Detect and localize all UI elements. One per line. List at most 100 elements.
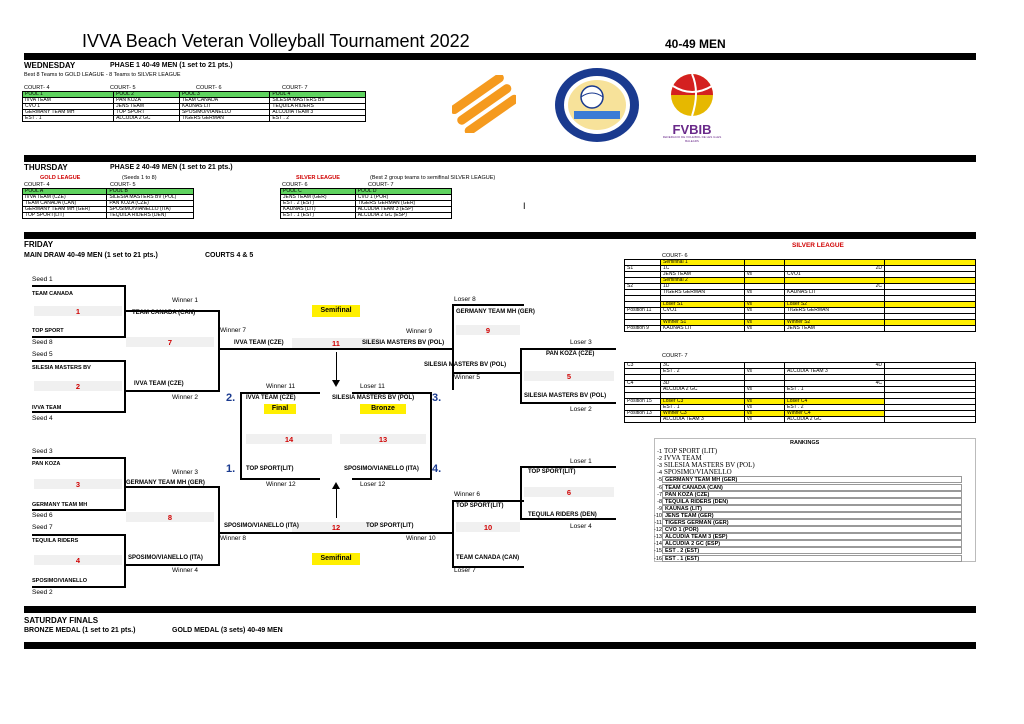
fvbib-subtext: FEDERACIO DE VOLEIBOL DE LES ILLES BALEA… <box>662 135 722 143</box>
bracket-number: 4. <box>432 463 442 475</box>
court-label: COURT- 7 <box>368 182 394 188</box>
silver-league-title: SILVER LEAGUE <box>792 242 844 249</box>
semifinal-label: Semifinal <box>312 305 360 317</box>
fvbib-text: FVBIB <box>672 122 712 137</box>
ranking-team: ALCUDIA TEAM 3 (ESP) <box>662 533 962 541</box>
cell <box>884 325 976 332</box>
winner-label: Winner 6 <box>454 491 481 498</box>
match-number: 7 <box>167 338 173 347</box>
ranking-team: ALCUDIA 2 GC (ESP) <box>662 540 962 548</box>
divider <box>24 155 976 162</box>
team-name: TEQUILA RIDERS (DEN) <box>528 512 597 518</box>
ranking-position: -11 <box>654 520 662 526</box>
winner-label: Winner 4 <box>172 567 199 574</box>
loser-label: Loser 7 <box>454 567 476 574</box>
gold-league-label: GOLD LEAGUE <box>40 175 81 181</box>
ranking-position: -8 <box>657 498 662 505</box>
thursday-day: THURSDAY <box>24 163 68 172</box>
match-number: 10 <box>483 523 493 532</box>
match-box: 9 <box>456 325 520 335</box>
wednesday-day: WEDNESDAY <box>24 61 76 70</box>
winner-label: Winner 7 <box>220 327 247 334</box>
team-name: IVVA TEAM (CZE) <box>234 340 284 346</box>
arrow-up-icon <box>332 482 340 489</box>
cell: ALCUDIA TEAM 3 <box>660 416 745 423</box>
team-name: GERMANY TEAM MH <box>32 502 88 508</box>
friday-day: FRIDAY <box>24 240 54 249</box>
ranking-team: TIGERS GERMAN (GER) <box>662 519 962 526</box>
team-name: TEAM CANADA (CAN) <box>132 310 196 316</box>
ranking-position: -5 <box>657 477 662 484</box>
match-box: 4 <box>34 555 122 565</box>
ranking-team: TEAM CANADA (CAN) <box>662 483 962 491</box>
club-logo <box>554 67 640 143</box>
bronze-team: SPOSIMO/VIANELLO (ITA) <box>344 466 419 472</box>
loser-label: Loser 8 <box>454 296 476 303</box>
ranking-position: -6 <box>657 484 662 491</box>
divider <box>24 53 976 60</box>
team-name: GERMANY TEAM MH (GER) <box>126 480 205 486</box>
pool-team: TIGERS GERMAN <box>178 115 271 122</box>
match-number: 6 <box>566 488 572 497</box>
friday-draw: MAIN DRAW 40-49 MEN (1 set to 21 pts.) <box>24 252 158 259</box>
cell: vs <box>744 416 785 423</box>
category-label: 40-49 MEN <box>665 37 726 51</box>
winner-label: Winner 5 <box>454 374 481 381</box>
court-label: COURT- 7 <box>282 85 308 91</box>
gold-medal-label: GOLD MEDAL (3 sets) 40-49 MEN <box>172 627 283 634</box>
gold-note: (Seeds 1 to 8) <box>122 175 157 181</box>
bracket-number: 1. <box>226 463 236 475</box>
arrow-down-icon <box>332 380 340 387</box>
court-label: COURT- 5 <box>110 182 136 188</box>
team-name: SILESIA MASTERS BV (POL) <box>362 340 445 346</box>
stray-mark: I <box>523 201 526 211</box>
team-name: TOP SPORT(LIT) <box>528 469 576 475</box>
loser-label: Loser 4 <box>570 523 592 530</box>
match-number: 1 <box>75 307 81 316</box>
ranking-team: EST . 1 (EST) <box>662 554 962 562</box>
rankings-title: RANKINGS <box>790 440 820 446</box>
match-box: 13 <box>340 434 426 444</box>
pool-team: ALCUDIA 2 GC (ESP) <box>354 212 453 219</box>
pool-team: EST . 1 (EST) <box>280 212 356 219</box>
team-name: GERMANY TEAM MH (GER) <box>456 309 535 315</box>
court-label: COURT- 4 <box>24 182 50 188</box>
bronze-medal-label: BRONZE MEDAL (1 set to 21 pts.) <box>24 627 136 634</box>
final-team: IVVA TEAM (CZE) <box>246 395 296 401</box>
ranking-team: TEQUILA RIDERS (DEN) <box>662 497 962 505</box>
court-label: COURT- 6 <box>282 182 308 188</box>
final-label: Final <box>264 404 296 414</box>
match-box: 3 <box>34 479 122 489</box>
seed-label: Seed 6 <box>32 512 53 519</box>
winner-label: Winner 9 <box>406 328 433 335</box>
ranking-position: -3 <box>657 463 662 470</box>
bronze-team: SILESIA MASTERS BV (POL) <box>332 395 415 401</box>
ranking-position: -1 <box>657 449 662 455</box>
match-box: 7 <box>126 337 214 347</box>
ranking-position: -9 <box>657 505 662 512</box>
team-name: PAN KOZA (CZE) <box>546 351 595 357</box>
ranking-team: KAUNAS (LIT) <box>662 504 962 512</box>
match-box: 1 <box>34 306 122 316</box>
ranking-position: -16 <box>654 555 662 562</box>
team-name: TEQUILA RIDERS <box>32 538 79 544</box>
match-number: 12 <box>331 523 341 532</box>
cell <box>624 416 661 423</box>
court-label: COURT- 4 <box>24 85 50 91</box>
ranking-position: -12 <box>654 527 662 534</box>
thursday-phase: PHASE 2 40-49 MEN (1 set to 21 pts.) <box>110 164 233 171</box>
wednesday-phase: PHASE 1 40-49 MEN (1 set to 21 pts.) <box>110 62 233 69</box>
silver-note: (Best 2 group teams to semifinal SILVER … <box>370 175 496 181</box>
winner-label: Winner 1 <box>172 297 199 304</box>
ranking-team: EST . 2 (EST) <box>662 547 962 555</box>
